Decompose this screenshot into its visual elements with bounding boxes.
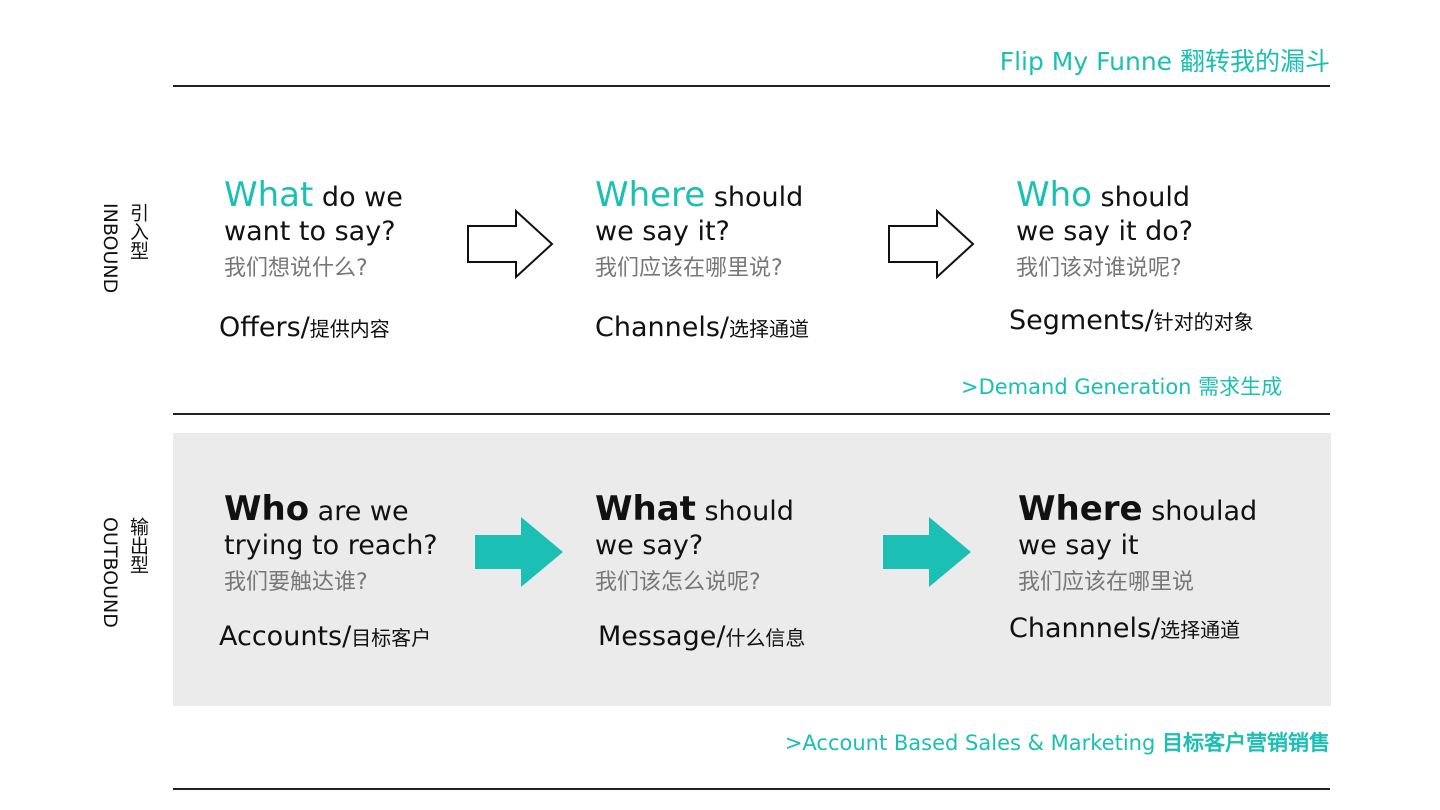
tag-cn: 针对的对象	[1153, 310, 1254, 334]
outbound-tag-channels: Channnels/选择通道	[1009, 613, 1240, 644]
outbound-tag-accounts: Accounts/目标客户	[219, 621, 431, 652]
outbound-label-cn: 输出型	[127, 517, 149, 574]
solid-arrow-icon	[883, 517, 971, 587]
inbound-tag-offers: Offers/提供内容	[219, 312, 390, 343]
outline-arrow-icon	[467, 209, 554, 279]
question-line1-rest: should	[705, 182, 804, 213]
question-line2: we say it?	[595, 216, 730, 247]
question-line1: What should	[595, 492, 794, 529]
tag-en: Channels/	[595, 312, 730, 343]
tag-en: Accounts/	[219, 621, 352, 652]
question-highlight: What	[224, 175, 314, 215]
question-line1-rest: do we	[313, 182, 403, 213]
question-line2: we say?	[595, 530, 704, 561]
question-highlight: Where	[595, 175, 706, 215]
inbound-label-cn: 引入型	[127, 203, 149, 260]
outbound-note-prefix: >Account Based Sales & Marketing	[784, 731, 1162, 755]
outbound-panel	[173, 433, 1331, 706]
question-line1: Where shoulad	[1018, 492, 1257, 529]
question-line1: Who should	[1016, 178, 1193, 215]
tag-cn: 提供内容	[309, 317, 390, 341]
tag-cn: 目标客户	[351, 626, 432, 650]
middle-divider	[173, 413, 1330, 415]
question-line1-rest: should	[1091, 182, 1191, 213]
outbound-label-group: OUTBOUND	[98, 517, 122, 628]
question-line2: trying to reach?	[224, 530, 438, 561]
inbound-tag-segments: Segments/针对的对象	[1009, 305, 1254, 336]
question-highlight: Where	[1018, 489, 1143, 529]
outbound-note-cn: 目标客户营销销售	[1162, 731, 1330, 755]
question-line1: Who are we	[224, 492, 438, 529]
question-cn: 我们该对谁说呢?	[1016, 256, 1182, 281]
tag-cn: 选择通道	[729, 317, 810, 341]
inbound-label-en: INBOUND	[99, 203, 121, 294]
tag-en: Segments/	[1009, 305, 1154, 336]
outbound-label: 输出型	[126, 517, 150, 574]
outbound-step-what: What should we say? 我们该怎么说呢?	[595, 492, 794, 601]
question-line1-rest: are we	[309, 496, 409, 527]
outbound-note: >Account Based Sales & Marketing 目标客户营销销…	[785, 727, 1330, 757]
question-line1-rest: shoulad	[1142, 496, 1258, 527]
question-line1: Where should	[595, 178, 803, 215]
outbound-label-en: OUTBOUND	[99, 517, 121, 628]
question-highlight: Who	[224, 489, 310, 529]
question-line2: we say it	[1018, 530, 1139, 561]
question-line2: we say it do?	[1016, 216, 1194, 247]
question-cn: 我们要触达谁?	[224, 570, 368, 595]
question-cn: 我们想说什么?	[224, 256, 368, 281]
question-line2: want to say?	[224, 216, 396, 247]
inbound-step-where: Where should we say it? 我们应该在哪里说?	[595, 178, 803, 287]
question-line1-rest: should	[695, 496, 794, 527]
tag-en: Message/	[598, 621, 726, 652]
question-highlight: What	[595, 489, 696, 529]
inbound-step-what: What do we want to say? 我们想说什么?	[224, 178, 403, 287]
tag-cn: 什么信息	[725, 626, 806, 650]
inbound-label-group: INBOUND	[98, 203, 122, 293]
inbound-tag-channels: Channels/选择通道	[595, 312, 809, 343]
outline-arrow-icon	[888, 209, 975, 279]
question-highlight: Who	[1016, 175, 1092, 215]
tag-en: Offers/	[219, 312, 310, 343]
page-title: Flip My Funne 翻转我的漏斗	[999, 47, 1330, 76]
outbound-step-who: Who are we trying to reach? 我们要触达谁?	[224, 492, 438, 601]
outbound-tag-message: Message/什么信息	[598, 621, 805, 652]
outbound-step-where: Where shoulad we say it 我们应该在哪里说	[1018, 492, 1257, 601]
inbound-note: >Demand Generation 需求生成	[961, 375, 1283, 399]
question-cn: 我们应该在哪里说?	[595, 256, 783, 281]
inbound-step-who: Who should we say it do? 我们该对谁说呢?	[1016, 178, 1193, 287]
solid-arrow-icon	[475, 517, 563, 587]
inbound-label: 引入型	[126, 203, 150, 260]
tag-cn: 选择通道	[1160, 618, 1241, 642]
top-divider	[173, 85, 1330, 87]
bottom-divider	[173, 788, 1330, 790]
tag-en: Channnels/	[1009, 613, 1161, 644]
question-line1: What do we	[224, 178, 403, 215]
question-cn: 我们该怎么说呢?	[595, 570, 761, 595]
question-cn: 我们应该在哪里说	[1018, 570, 1195, 595]
